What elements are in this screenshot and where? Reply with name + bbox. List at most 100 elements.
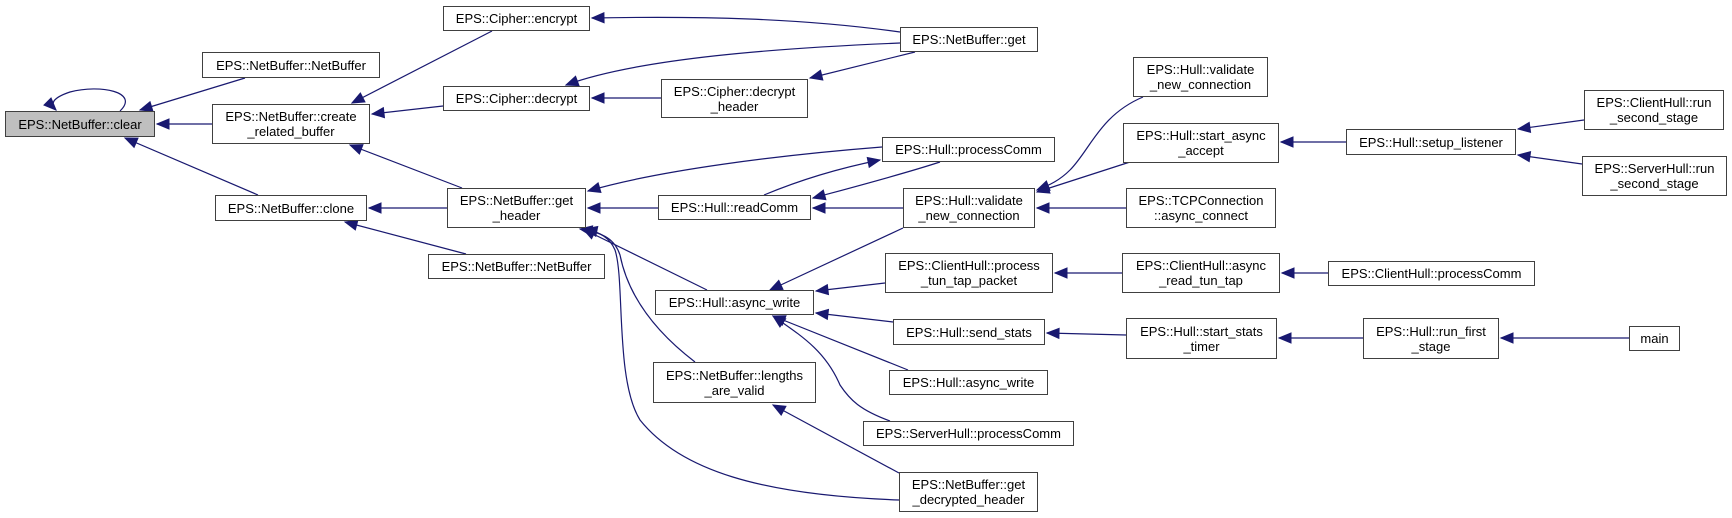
edge-line [772, 315, 891, 422]
arrowhead-icon [590, 92, 605, 104]
arrowhead-icon [811, 202, 826, 214]
node-netbuffer-get-decrypted-header[interactable]: EPS::NetBuffer::get _decrypted_header [899, 472, 1038, 512]
arrowhead-icon [123, 137, 139, 149]
arrowhead-icon [350, 92, 366, 104]
arrowhead-icon [586, 181, 602, 194]
arrowhead-icon [155, 118, 170, 130]
node-hull-validate-new-connection-2[interactable]: EPS::Hull::validate _new_connection [1133, 57, 1268, 97]
node-label: EPS::NetBuffer::clear [18, 116, 142, 132]
node-label: EPS::Hull::readComm [670, 200, 799, 215]
node-cipher-encrypt[interactable]: EPS::Cipher::encrypt [443, 6, 590, 31]
edge-run_first_stage-to-start_stats_timer [1277, 332, 1363, 344]
node-label: EPS::NetBuffer::clone [227, 200, 355, 216]
node-hull-async-write-2[interactable]: EPS::Hull::async_write [889, 370, 1048, 395]
node-label: _tun_tap_packet [920, 273, 1018, 288]
node-hull-setup-listener[interactable]: EPS::Hull::setup_listener [1346, 129, 1516, 155]
arrowhead-icon [1279, 136, 1294, 148]
edge-line [584, 228, 900, 501]
edge-line [344, 221, 467, 255]
node-hull-async-write[interactable]: EPS::Hull::async_write [655, 290, 814, 315]
arrowhead-icon [1499, 332, 1514, 344]
node-main[interactable]: main [1629, 326, 1680, 351]
node-serverhull-processcomm[interactable]: EPS::ServerHull::processComm [863, 421, 1074, 446]
edge-hull_processComm-to-get_header [586, 146, 883, 194]
edge-validate_mid-to-async_write [768, 227, 904, 291]
node-label: _header [492, 208, 541, 223]
node-hull-validate-new-connection[interactable]: EPS::Hull::validate _new_connection [903, 188, 1035, 228]
node-clienthull-processcomm[interactable]: EPS::ClientHull::processComm [1328, 261, 1535, 286]
node-cipher-decrypt[interactable]: EPS::Cipher::decrypt [443, 86, 590, 111]
node-clienthull-process-tun-tap-packet[interactable]: EPS::ClientHull::process _tun_tap_packet [885, 253, 1053, 293]
node-label: EPS::Hull::processComm [895, 142, 1042, 157]
node-cipher-decrypt-header[interactable]: EPS::Cipher::decrypt _header [661, 79, 808, 118]
node-netbuffer-ctor-2[interactable]: EPS::NetBuffer::NetBuffer [428, 254, 605, 279]
node-netbuffer-lengths-are-valid[interactable]: EPS::NetBuffer::lengths _are_valid [653, 362, 816, 403]
node-hull-readcomm[interactable]: EPS::Hull::readComm [658, 195, 811, 220]
node-netbuffer-clear[interactable]: EPS::NetBuffer::clear [5, 111, 155, 137]
node-hull-start-stats-timer[interactable]: EPS::Hull::start_stats _timer [1126, 318, 1277, 359]
edge-clear-to-clear [43, 88, 126, 112]
edge-nb_ctor2-to-clone [343, 219, 467, 255]
arrowhead-icon [586, 202, 601, 214]
edge-main-to-run_first_stage [1499, 332, 1629, 344]
edge-server_processComm-to-async_write [771, 315, 891, 422]
edge-decrypt-to-create_related [370, 105, 444, 119]
node-clienthull-run-second-stage[interactable]: EPS::ClientHull::run _second_stage [1584, 90, 1724, 130]
node-label: _second_stage [1610, 176, 1699, 191]
node-label: EPS::Cipher::decrypt [455, 91, 578, 106]
node-clienthull-async-read-tun-tap[interactable]: EPS::ClientHull::async _read_tun_tap [1122, 253, 1280, 293]
node-netbuffer-get[interactable]: EPS::NetBuffer::get [900, 27, 1038, 52]
edge-line [809, 51, 916, 79]
arrowhead-icon [771, 315, 787, 328]
node-hull-run-first-stage[interactable]: EPS::Hull::run_first _stage [1363, 318, 1499, 359]
edge-nb_get-to-decrypt [564, 42, 901, 87]
edge-readComm-to-get_header [586, 202, 658, 214]
node-label: _are_valid [704, 382, 765, 398]
arrowhead-icon [808, 69, 824, 81]
node-label: EPS::ServerHull::run [1594, 161, 1715, 176]
node-label: EPS::ClientHull::processComm [1341, 266, 1522, 281]
edge-line [812, 161, 941, 199]
edge-get_decrypted_header-to-lengths_valid [771, 404, 900, 474]
node-create-related-buffer[interactable]: EPS::NetBuffer::create _related_buffer [212, 104, 370, 144]
node-label: _related_buffer [247, 124, 335, 139]
arrowhead-icon [367, 202, 382, 214]
node-hull-start-async-accept[interactable]: EPS::Hull::start_async _accept [1123, 123, 1279, 163]
arrowhead-icon [370, 106, 386, 119]
node-netbuffer-clone[interactable]: EPS::NetBuffer::clone [215, 195, 367, 221]
node-label: _new_connection [918, 208, 1020, 223]
node-label: _timer [1183, 338, 1220, 354]
node-tcpconnection-async-connect[interactable]: EPS::TCPConnection ::async_connect [1126, 188, 1276, 228]
edge-line [587, 146, 883, 192]
node-hull-send-stats[interactable]: EPS::Hull::send_stats [893, 319, 1045, 345]
edge-line [565, 42, 901, 86]
node-label: EPS::Hull::validate [1146, 62, 1255, 77]
edge-nb_ctor1-to-clear [138, 77, 246, 112]
node-label: EPS::ServerHull::processComm [876, 426, 1061, 441]
node-hull-processcomm[interactable]: EPS::Hull::processComm [882, 137, 1055, 162]
edge-get_header-to-clone [367, 202, 447, 214]
node-label: EPS::ClientHull::process [898, 258, 1040, 273]
arrowhead-icon [590, 12, 605, 24]
edge-line [139, 77, 246, 111]
arrowhead-icon [771, 404, 787, 416]
node-label: _read_tun_tap [1159, 273, 1243, 288]
node-label: _stage [1411, 338, 1451, 354]
edge-tcp_async_connect-to-validate_mid [1035, 202, 1126, 214]
node-label: _decrypted_header [912, 492, 1025, 507]
node-label: _header [710, 98, 759, 114]
node-netbuffer-get-header[interactable]: EPS::NetBuffer::get _header [447, 188, 586, 228]
edge-line [591, 16, 901, 33]
node-label: EPS::ClientHull::async [1135, 258, 1267, 273]
edge-encrypt-to-create_related [350, 30, 493, 104]
arrowhead-icon [1516, 121, 1532, 134]
node-netbuffer-ctor[interactable]: EPS::NetBuffer::NetBuffer [202, 52, 380, 78]
node-label: EPS::NetBuffer::get [459, 193, 574, 208]
arrowhead-icon [1045, 327, 1060, 340]
node-serverhull-run-second-stage[interactable]: EPS::ServerHull::run _second_stage [1582, 156, 1727, 196]
node-label: EPS::Hull::start_async [1136, 128, 1266, 143]
edge-setup_listener-to-start_async_accept [1279, 136, 1346, 148]
edge-async_read_tun_tap-to-process_tun_tap [1053, 267, 1122, 279]
node-label: _new_connection [1149, 77, 1252, 92]
